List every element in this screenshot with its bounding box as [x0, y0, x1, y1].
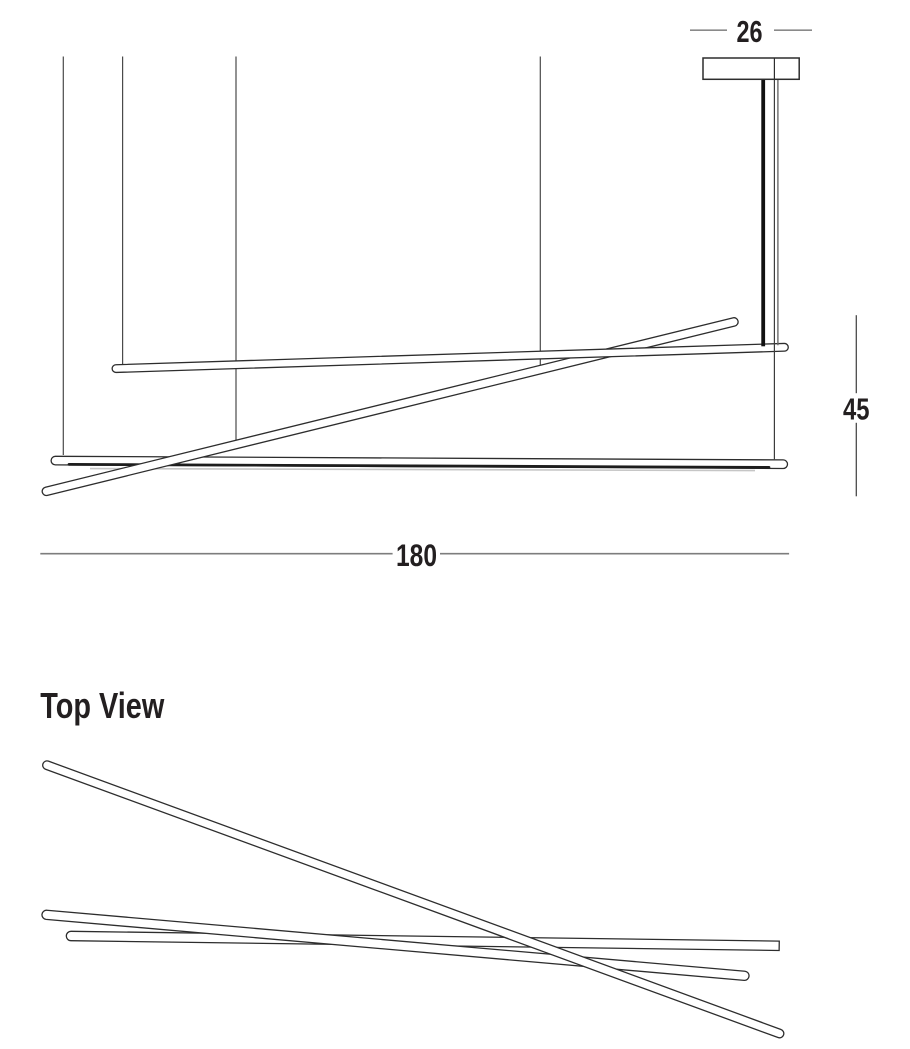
- svg-text:Top View: Top View: [40, 685, 165, 726]
- svg-text:45: 45: [843, 392, 870, 427]
- svg-text:26: 26: [737, 14, 763, 49]
- svg-text:180: 180: [396, 537, 437, 573]
